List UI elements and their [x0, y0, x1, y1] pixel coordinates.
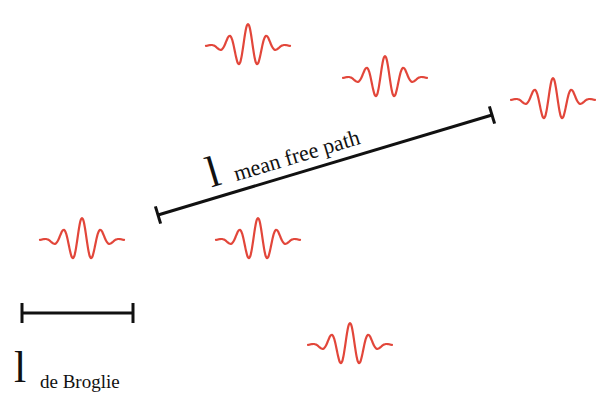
- wave-packet: [40, 218, 124, 258]
- wave-packet: [206, 24, 290, 64]
- length-subscript: de Broglie: [40, 372, 120, 391]
- de-broglie-bar: [22, 303, 133, 323]
- length-symbol: l: [14, 346, 26, 390]
- wave-packet: [308, 323, 392, 363]
- wave-packet: [216, 218, 300, 258]
- length-symbol: l: [201, 149, 225, 195]
- mean-free-path-bar: [155, 106, 494, 223]
- length-subscript: mean free path: [231, 126, 363, 185]
- wave-packet: [511, 78, 595, 118]
- wave-packet: [343, 56, 427, 96]
